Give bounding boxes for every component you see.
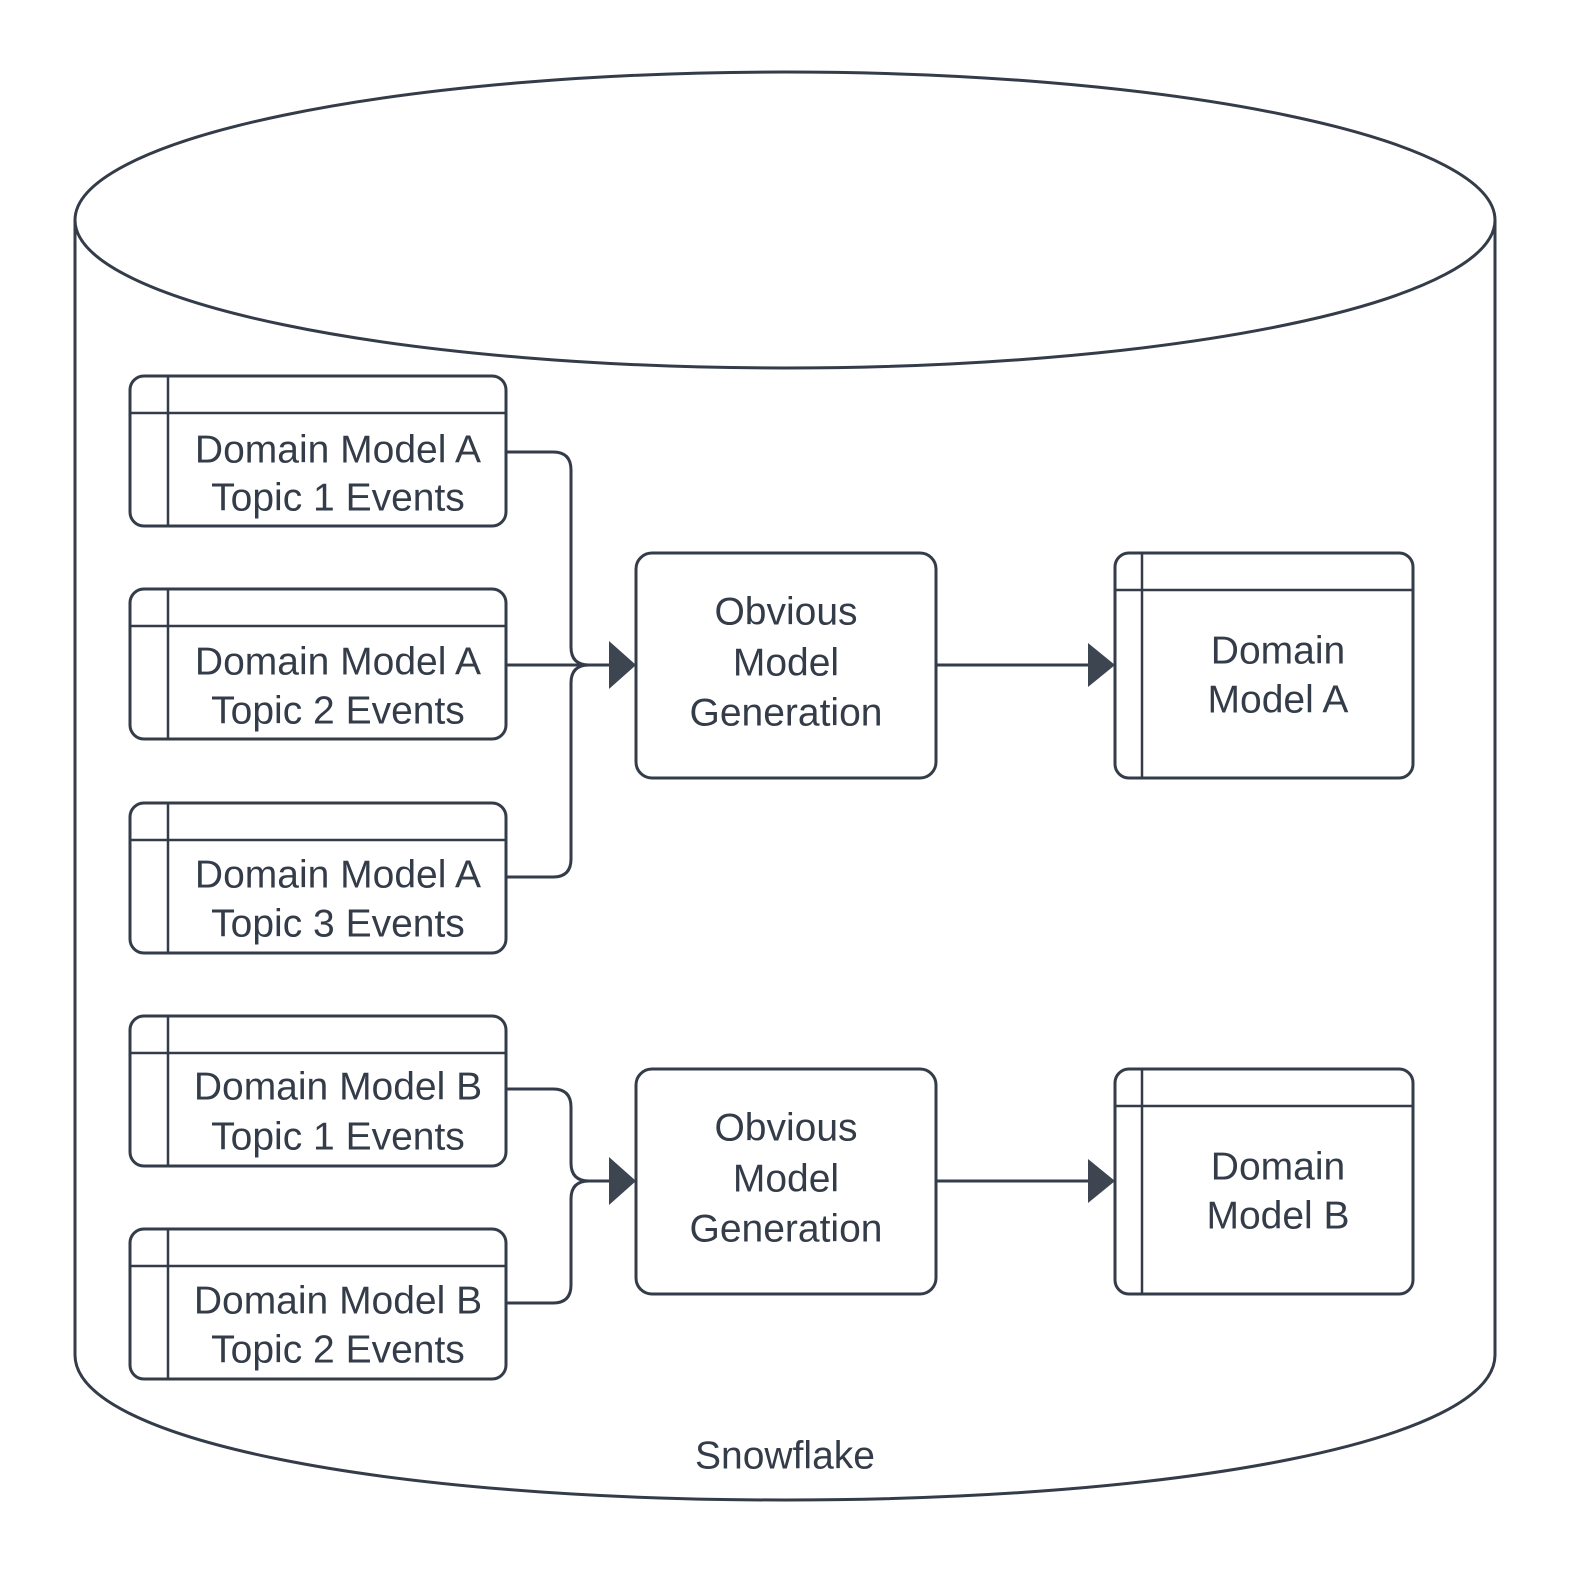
output-node-a[interactable]: Domain Model A [1113,551,1415,780]
source-node-b2[interactable]: Domain Model B Topic 2 Events [128,1227,508,1381]
output-node-b[interactable]: Domain Model B [1113,1067,1415,1296]
source-node-a1-line1: Domain Model A [195,428,481,471]
process-node-b-line2: Model [733,1157,839,1200]
source-node-a3-line2: Topic 3 Events [211,902,465,945]
source-node-a1-line2: Topic 1 Events [211,476,465,519]
snowflake-cylinder-container [73,70,1497,1502]
process-node-b[interactable]: Obvious Model Generation [634,1067,938,1296]
edge-a3-to-process-a [506,663,609,879]
source-node-b1-line1: Domain Model B [194,1065,482,1108]
edge-b2-to-process-b [506,1179,609,1305]
source-node-a1[interactable]: Domain Model A Topic 1 Events [128,374,508,528]
source-node-b1[interactable]: Domain Model B Topic 1 Events [128,1014,508,1168]
arrow-head-into-output-a [1088,643,1115,687]
process-node-b-line1: Obvious [714,1106,857,1149]
source-node-a2[interactable]: Domain Model A Topic 2 Events [128,587,508,741]
arrow-head-into-process-a [609,641,636,689]
output-node-b-line1: Domain [1211,1145,1345,1188]
source-node-a2-line1: Domain Model A [195,640,481,683]
source-node-a3-line1: Domain Model A [195,853,481,896]
process-node-a-line1: Obvious [714,590,857,633]
table-shape [1113,551,1415,780]
arrow-head-into-output-b [1088,1159,1115,1203]
output-node-a-line1: Domain [1211,629,1345,672]
edge-a1-to-process-a [506,450,609,667]
edge-b1-to-process-b [506,1087,609,1183]
table-shape [1113,1067,1415,1296]
source-node-b2-line1: Domain Model B [194,1279,482,1322]
arrow-head-into-process-b [609,1157,636,1205]
cylinder-body [73,220,1497,1502]
edge-process-a-to-output-a [936,643,1115,687]
source-node-b2-line2: Topic 2 Events [211,1328,465,1371]
edge-process-b-to-output-b [936,1159,1115,1203]
source-node-a2-line2: Topic 2 Events [211,689,465,732]
process-node-a-line3: Generation [690,691,883,734]
process-node-b-line3: Generation [690,1207,883,1250]
process-node-a-line2: Model [733,641,839,684]
output-node-a-line2: Model A [1208,678,1349,721]
container-label-snowflake: Snowflake [695,1434,875,1477]
source-node-b1-line2: Topic 1 Events [211,1115,465,1158]
output-node-b-line2: Model B [1206,1194,1349,1237]
process-node-a[interactable]: Obvious Model Generation [634,551,938,780]
source-node-a3[interactable]: Domain Model A Topic 3 Events [128,801,508,955]
cylinder-top-ellipse [73,70,1497,370]
